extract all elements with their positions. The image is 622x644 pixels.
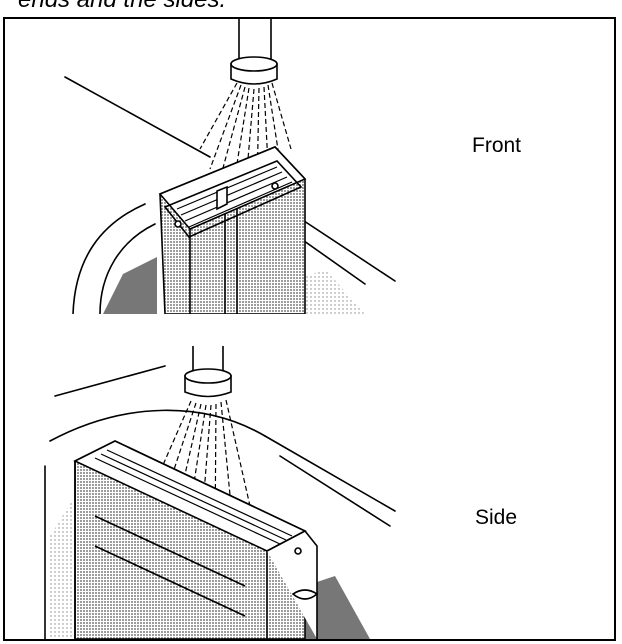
side-view-label: Side	[475, 506, 518, 529]
front-view-label: Front	[472, 134, 522, 157]
faucet	[230, 19, 278, 85]
filter-cartridge-front	[158, 146, 307, 314]
filter-cartridge-side	[73, 440, 319, 639]
sink-back-edge	[54, 365, 166, 397]
side-view-panel: Side	[5, 346, 614, 639]
sink-basin-inner	[99, 223, 156, 314]
sink-shadow-left	[50, 496, 75, 639]
figure-frame: Front	[3, 17, 616, 641]
sink-back-edge	[64, 76, 211, 158]
front-view-illustration	[64, 19, 396, 314]
sink-shadow-right	[305, 576, 370, 639]
sink-rim-line	[294, 214, 396, 282]
sink-rim-curve	[49, 409, 266, 442]
sink-rim-line	[264, 435, 396, 512]
sink-rim-line-2	[279, 455, 391, 527]
side-view-illustration	[44, 346, 396, 639]
sink-shadow	[103, 257, 157, 314]
top-caption: ends and the sides.	[18, 0, 226, 14]
sink-shadow-right	[295, 269, 365, 314]
faucet	[184, 346, 232, 398]
front-view-panel: Front	[5, 19, 614, 314]
sink-basin-curve	[72, 203, 146, 314]
